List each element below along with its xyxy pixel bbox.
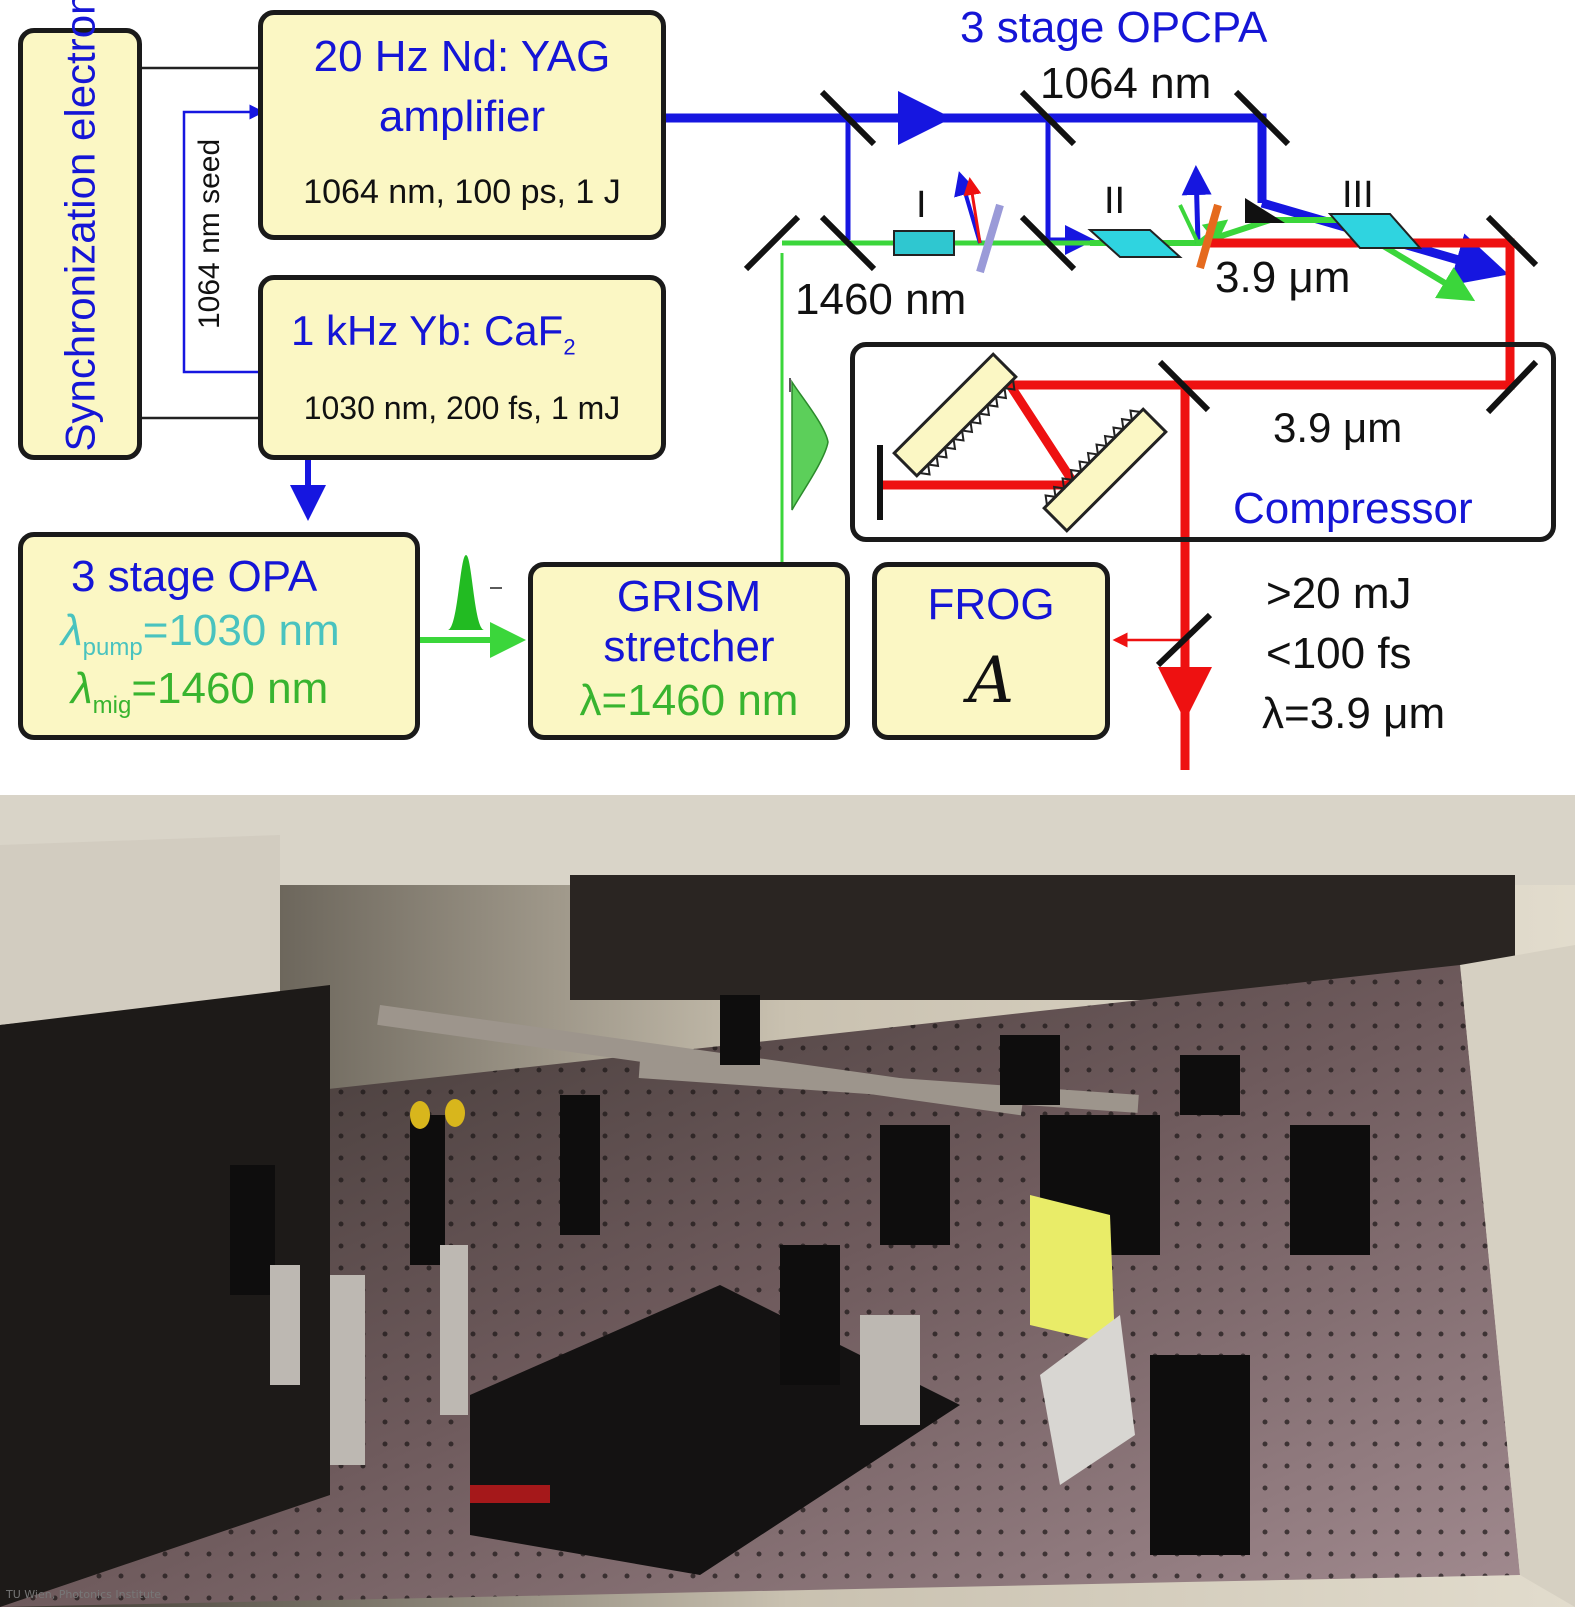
- stage-3-label: III: [1342, 174, 1374, 216]
- stretched-pulse-icon: [791, 379, 829, 511]
- stage-1-label: I: [916, 184, 927, 226]
- frog-box: FROG A: [872, 562, 1110, 740]
- stage-2-label: II: [1104, 180, 1126, 222]
- grism-subtitle: stretcher: [603, 622, 775, 671]
- output-duration: <100 fs: [1266, 629, 1412, 678]
- output-wavelength: λ=3.9 μm: [1262, 689, 1446, 738]
- grism-wavelength: λ=1460 nm: [579, 676, 799, 725]
- beam-paths: [140, 66, 1539, 770]
- yb-caf2-box: 1 kHz Yb: CaF2 1030 nm, 200 fs, 1 mJ: [258, 275, 666, 460]
- compressor-wavelength: 3.9 μm: [1273, 404, 1403, 451]
- nd-yag-title-line1: 20 Hz Nd: YAG: [313, 32, 611, 81]
- compressor-box: 3.9 μm Compressor: [850, 342, 1556, 542]
- crystal-stage-2: [1087, 229, 1183, 258]
- yb-spec: 1030 nm, 200 fs, 1 mJ: [303, 390, 621, 426]
- nd-yag-spec: 1064 nm, 100 ps, 1 J: [303, 173, 621, 211]
- nd-yag-title-line2: amplifier: [378, 92, 546, 141]
- mirrors: [743, 89, 1539, 668]
- synchronization-electronics-box: Synchronization electronics: [18, 0, 142, 460]
- crystal-stage-3: [1327, 213, 1423, 249]
- opa-pump-wavelength: λpump=1030 nm: [61, 606, 340, 661]
- signal-wavelength-label: 1460 nm: [795, 275, 967, 324]
- grism-title: GRISM: [616, 572, 762, 621]
- opa-mig-wavelength: λmig=1460 nm: [71, 664, 329, 719]
- pulse-icon: [448, 555, 484, 630]
- lab-photo-illustration: [0, 795, 1575, 1607]
- opa-title: 3 stage OPA: [71, 552, 318, 601]
- dichroic-2: [1196, 203, 1222, 270]
- grism-stretcher-box: GRISM stretcher λ=1460 nm: [528, 562, 850, 740]
- dichroic-1: [976, 203, 1004, 274]
- output-energy: >20 mJ: [1266, 569, 1412, 618]
- seed-line: [182, 104, 265, 374]
- idler-wavelength-label: 3.9 μm: [1215, 253, 1351, 302]
- seed-label: 1064 nm seed: [193, 138, 226, 329]
- pump-wavelength-label: 1064 nm: [1040, 59, 1212, 108]
- lab-photo: TU Wien, Photonics Institute: [0, 795, 1575, 1607]
- frog-title: FROG: [927, 580, 1055, 629]
- nd-yag-amplifier-box: 20 Hz Nd: YAG amplifier 1064 nm, 100 ps,…: [258, 10, 666, 240]
- yb-title: 1 kHz Yb: CaF2: [291, 307, 576, 360]
- frog-trace-icon: A: [967, 644, 1015, 718]
- crystal-stage-1: [893, 230, 955, 256]
- sync-label: Synchronization electronics: [56, 0, 104, 452]
- opa-box: 3 stage OPA λpump=1030 nm λmig=1460 nm: [18, 532, 420, 740]
- opcpa-title: 3 stage OPCPA: [960, 3, 1268, 52]
- photo-watermark: TU Wien, Photonics Institute: [6, 1588, 162, 1601]
- compressor-title: Compressor: [1233, 484, 1473, 533]
- opcpa-setup-diagram: Synchronization electronics 1064 nm seed…: [0, 0, 1575, 780]
